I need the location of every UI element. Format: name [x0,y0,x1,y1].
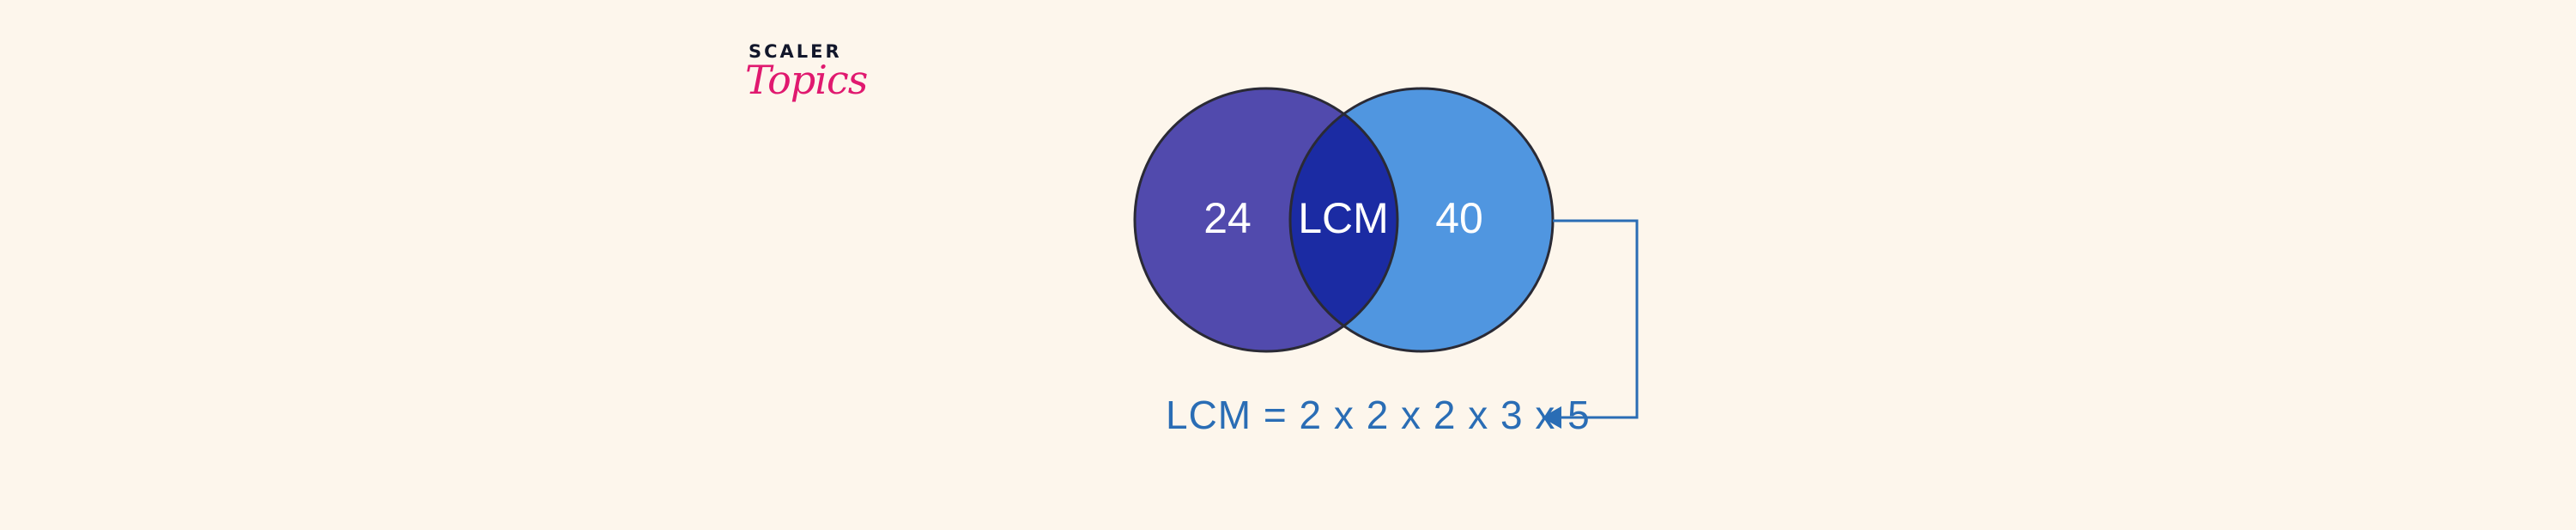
connector-line [1553,219,1639,419]
intersection-region [1290,88,1397,351]
logo-text-scaler: SCALER [749,41,842,62]
logo-text-topics: Topics [745,57,868,103]
label-lcm: LCM [1298,194,1389,242]
circle-24-outline [1133,87,1399,353]
scaler-topics-logo: SCALER Topics [745,41,868,127]
label-24: 24 [1203,194,1252,242]
lcm-formula: LCM = 2 x 2 x 2 x 3 x 5 [1166,393,1591,437]
arrowhead-icon [1542,406,1561,429]
label-40: 40 [1435,194,1483,242]
